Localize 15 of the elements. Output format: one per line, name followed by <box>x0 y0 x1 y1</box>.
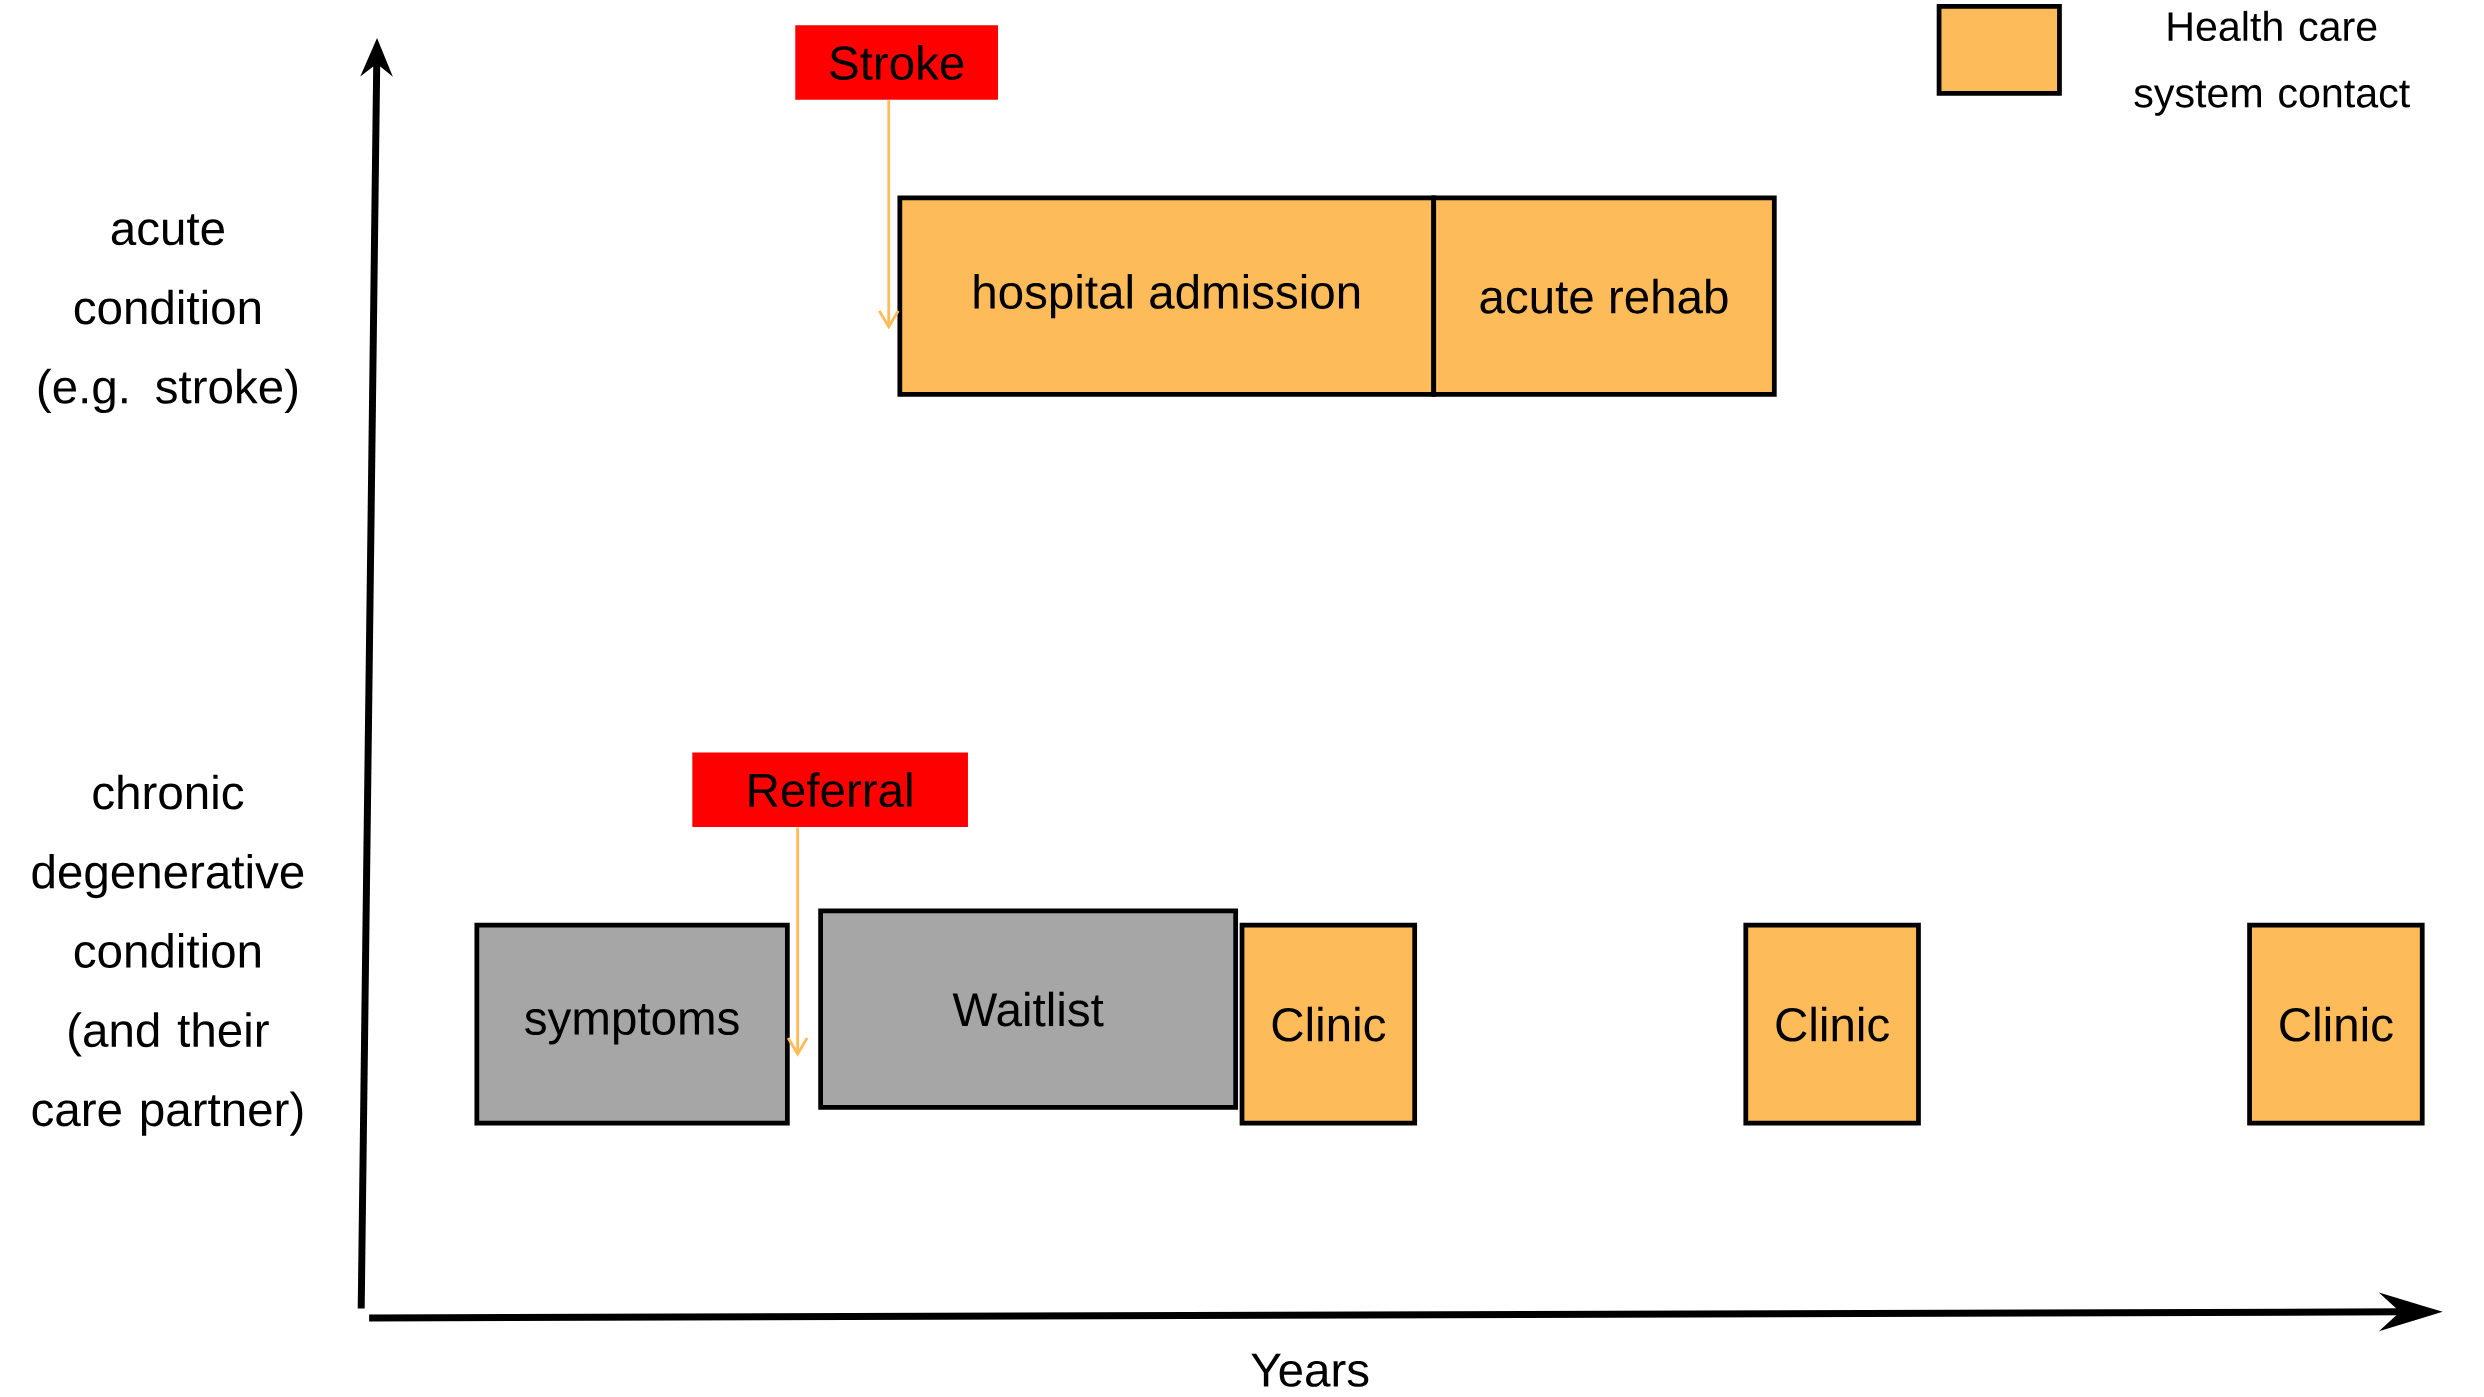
period-box: Waitlist <box>818 908 1239 1110</box>
axis-label: chronic degenerative condition (and their care partner) <box>32 774 304 1136</box>
arrow <box>878 100 900 330</box>
arrow <box>786 827 809 1057</box>
axis-label: acute condition (e.g. stroke) <box>38 214 297 413</box>
contact-box: hospital admission <box>897 195 1437 397</box>
contact-box: acute rehab <box>1431 195 1777 397</box>
period-box: symptoms <box>474 922 790 1126</box>
legend-label: Health care system contact <box>2134 10 2410 116</box>
axis-label: Years <box>1251 1353 1369 1387</box>
contact-box: Clinic <box>1239 922 1418 1126</box>
contact-box: Clinic <box>2247 922 2425 1126</box>
event-tag: Stroke <box>795 25 999 100</box>
event-tag: Referral <box>692 752 968 827</box>
contact-box: Clinic <box>1743 922 1921 1126</box>
